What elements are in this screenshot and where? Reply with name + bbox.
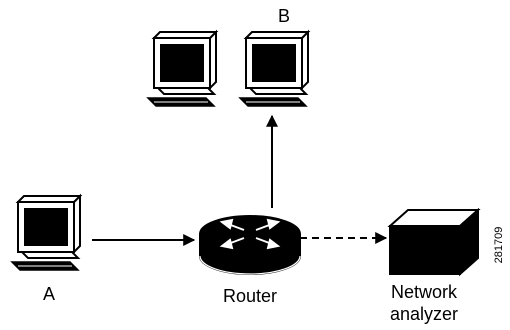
host-a-label: A: [43, 284, 55, 304]
analyzer-label-line1: Network: [391, 282, 458, 302]
figure-id-label: 281709: [493, 227, 505, 264]
host-b-label: B: [278, 6, 290, 26]
computer-icon: [147, 31, 217, 107]
computer-icon: [11, 195, 81, 271]
computer-icon: [239, 31, 309, 107]
network-analyzer-box-icon: [387, 207, 481, 277]
analyzer-label-line2: analyzer: [390, 304, 458, 324]
router-label: Router: [223, 286, 277, 306]
router-icon: [199, 215, 301, 275]
